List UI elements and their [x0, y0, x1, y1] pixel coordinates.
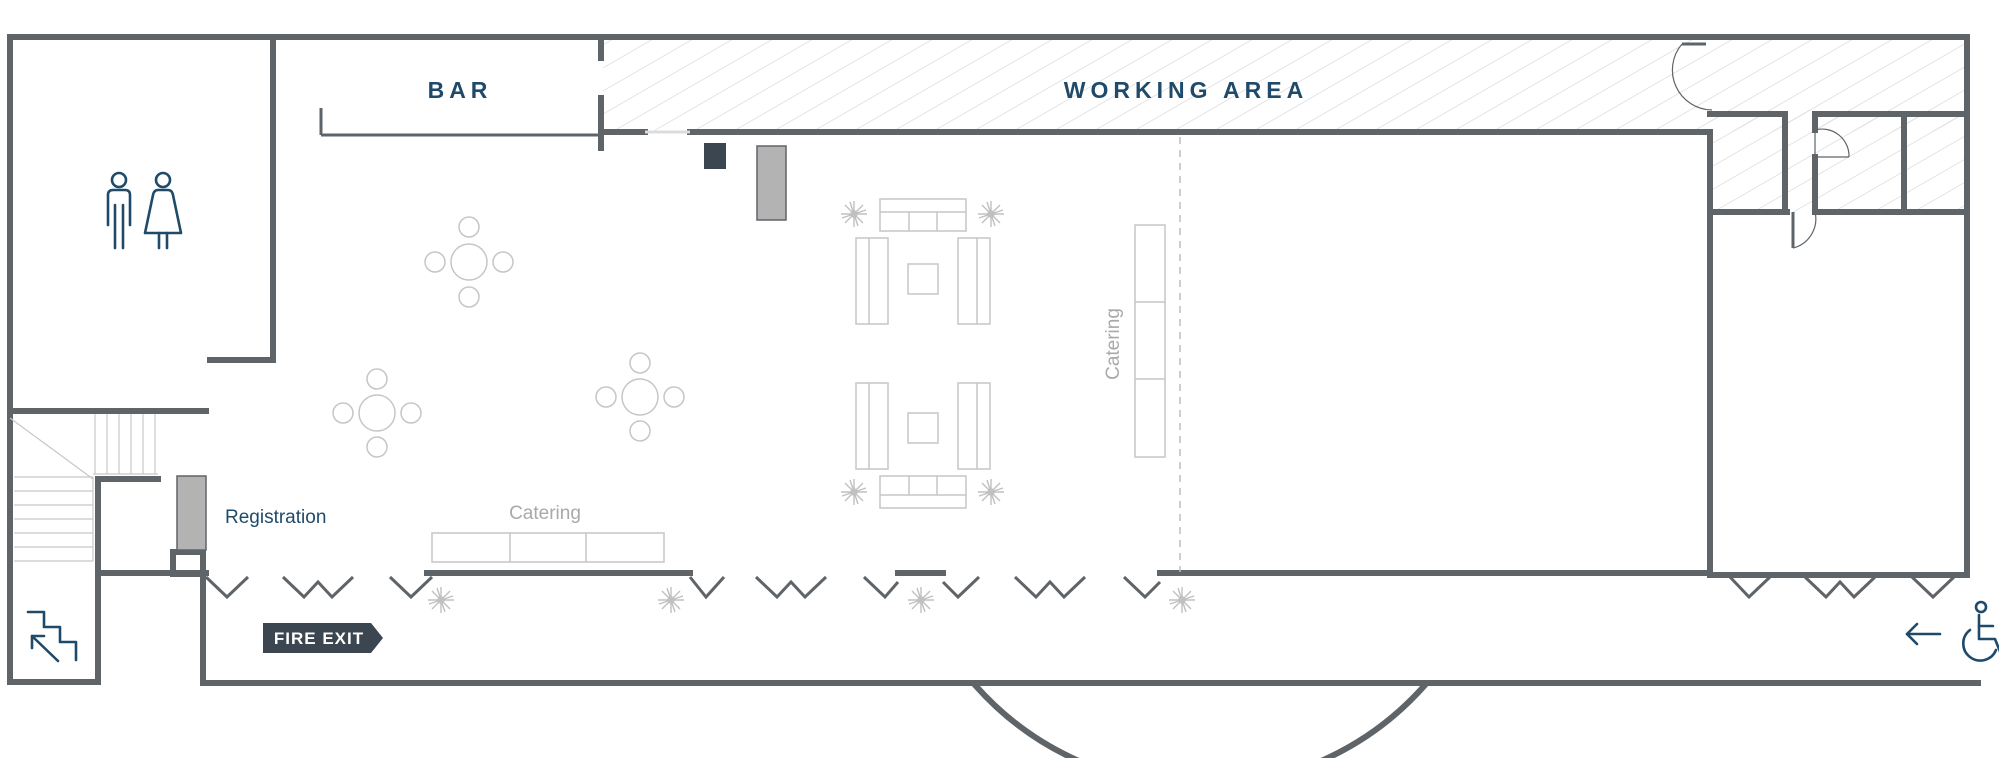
accessible-entrance-icon — [1961, 600, 1999, 662]
stairs-icon — [26, 610, 78, 663]
working-area-hatch — [603, 37, 1967, 212]
plant-icon — [658, 587, 684, 613]
lounge-top — [855, 198, 991, 325]
registration-desk — [176, 475, 207, 551]
plant-icon — [978, 479, 1004, 505]
registration-label: Registration — [225, 507, 326, 528]
dark-desk — [704, 143, 726, 169]
round-table — [595, 352, 685, 442]
folding-doors — [204, 575, 1956, 600]
entrance-arc — [970, 680, 1430, 758]
plant-icon — [841, 479, 867, 505]
grey-desk — [756, 145, 787, 221]
plant-icon — [841, 201, 867, 227]
catering-bottom-label: Catering — [509, 503, 581, 524]
plant-icon — [978, 201, 1004, 227]
fire-exit-badge: FIRE EXIT — [263, 623, 383, 653]
doors — [1671, 42, 1850, 249]
bar-label: BAR — [428, 77, 493, 103]
catering-table-side — [1134, 224, 1166, 458]
fire-exit-label: FIRE EXIT — [274, 629, 364, 648]
restroom-icon — [106, 171, 183, 250]
working-area-label: WORKING AREA — [1064, 77, 1308, 103]
staircase — [9, 414, 158, 562]
arrow-left-icon — [1905, 622, 1942, 646]
plant-icon — [428, 587, 454, 613]
outer-walls — [7, 34, 1981, 686]
catering-side-label: Catering — [1103, 308, 1124, 380]
round-table — [424, 216, 514, 308]
lounge-bottom — [855, 382, 991, 509]
plant-icon — [1169, 587, 1195, 613]
plant-icon — [908, 587, 934, 613]
catering-table-bottom — [431, 532, 665, 563]
round-table — [332, 368, 422, 458]
interior-walls — [7, 34, 1970, 686]
